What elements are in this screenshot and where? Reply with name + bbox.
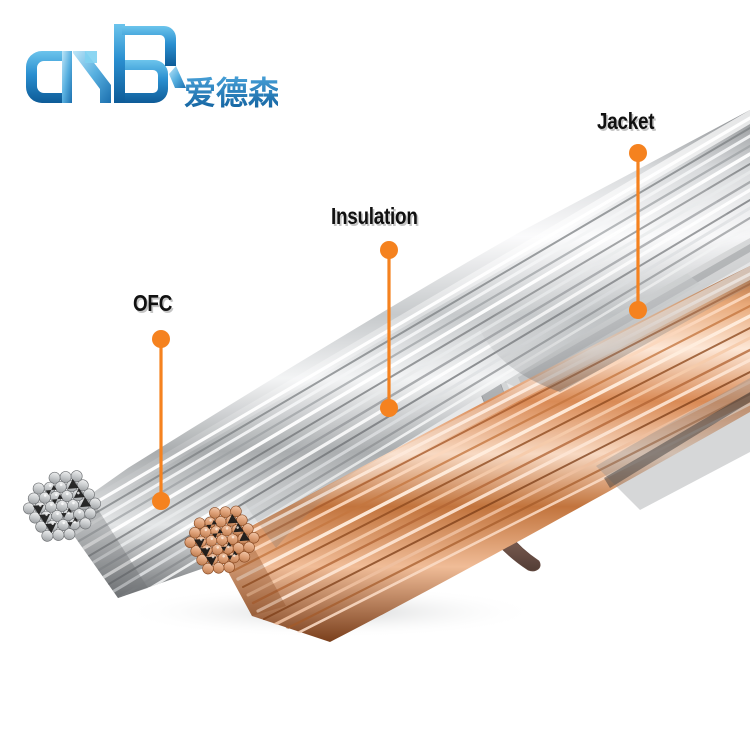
callout-dot-top-ofc [152, 330, 170, 348]
jacket-tail [596, 378, 750, 510]
callout-dot-top-insulation [380, 241, 398, 259]
logo-chinese-text: 爱德森 [184, 74, 278, 112]
transparent-sheath-overlays [242, 166, 750, 548]
copper-cut-face [184, 505, 286, 616]
ofc-cut-face [22, 470, 148, 598]
callout-dot-top-jacket [629, 144, 647, 162]
brand-logo: 爱德森 [18, 18, 278, 118]
logo-letter-a [26, 51, 72, 103]
callout-label-insulation: Insulation [331, 203, 418, 229]
callout-dot-bottom-jacket [629, 301, 647, 319]
logo-letter-d [73, 51, 111, 103]
callout-leader-insulation [380, 241, 398, 417]
callout-leader-jacket [629, 144, 647, 319]
callout-leader-ofc [152, 330, 170, 510]
callout-dot-bottom-insulation [380, 399, 398, 417]
logo-letter-n [122, 26, 186, 88]
callout-dot-bottom-ofc [152, 492, 170, 510]
logo-letter-b [114, 24, 168, 103]
callout-label-jacket: Jacket [597, 108, 655, 134]
callout-label-ofc: OFC [133, 290, 173, 316]
